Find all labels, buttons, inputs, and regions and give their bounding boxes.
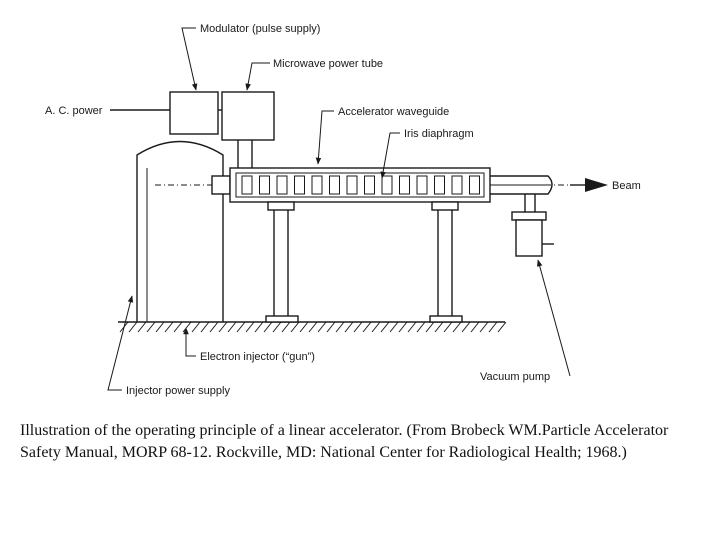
label-waveguide: Accelerator waveguide <box>338 106 449 118</box>
label-iris: Iris diaphragm <box>404 128 474 140</box>
beam-arrow <box>585 178 608 192</box>
modulator-box <box>169 91 219 135</box>
label-ac-power: A. C. power <box>45 105 103 117</box>
label-beam: Beam <box>612 180 641 192</box>
gun-nozzle <box>211 175 231 195</box>
label-vacuum-pump: Vacuum pump <box>480 371 550 383</box>
electron-injector-housing <box>136 140 224 322</box>
label-injector-power: Injector power supply <box>126 385 230 397</box>
vacuum-pump <box>511 194 554 257</box>
label-microwave-tube: Microwave power tube <box>273 58 383 70</box>
accelerator-waveguide <box>229 167 491 203</box>
ground-hatching <box>119 321 507 333</box>
support-legs <box>265 201 463 323</box>
ground <box>118 321 507 333</box>
label-modulator: Modulator (pulse supply) <box>200 23 320 35</box>
label-electron-injector: Electron injector (“gun”) <box>200 351 315 363</box>
iris-diaphragms <box>241 175 480 195</box>
linac-diagram: Modulator (pulse supply) Microwave power… <box>45 23 641 397</box>
microwave-tube-box <box>221 91 275 141</box>
figure-caption: Illustration of the operating principle … <box>20 422 669 461</box>
